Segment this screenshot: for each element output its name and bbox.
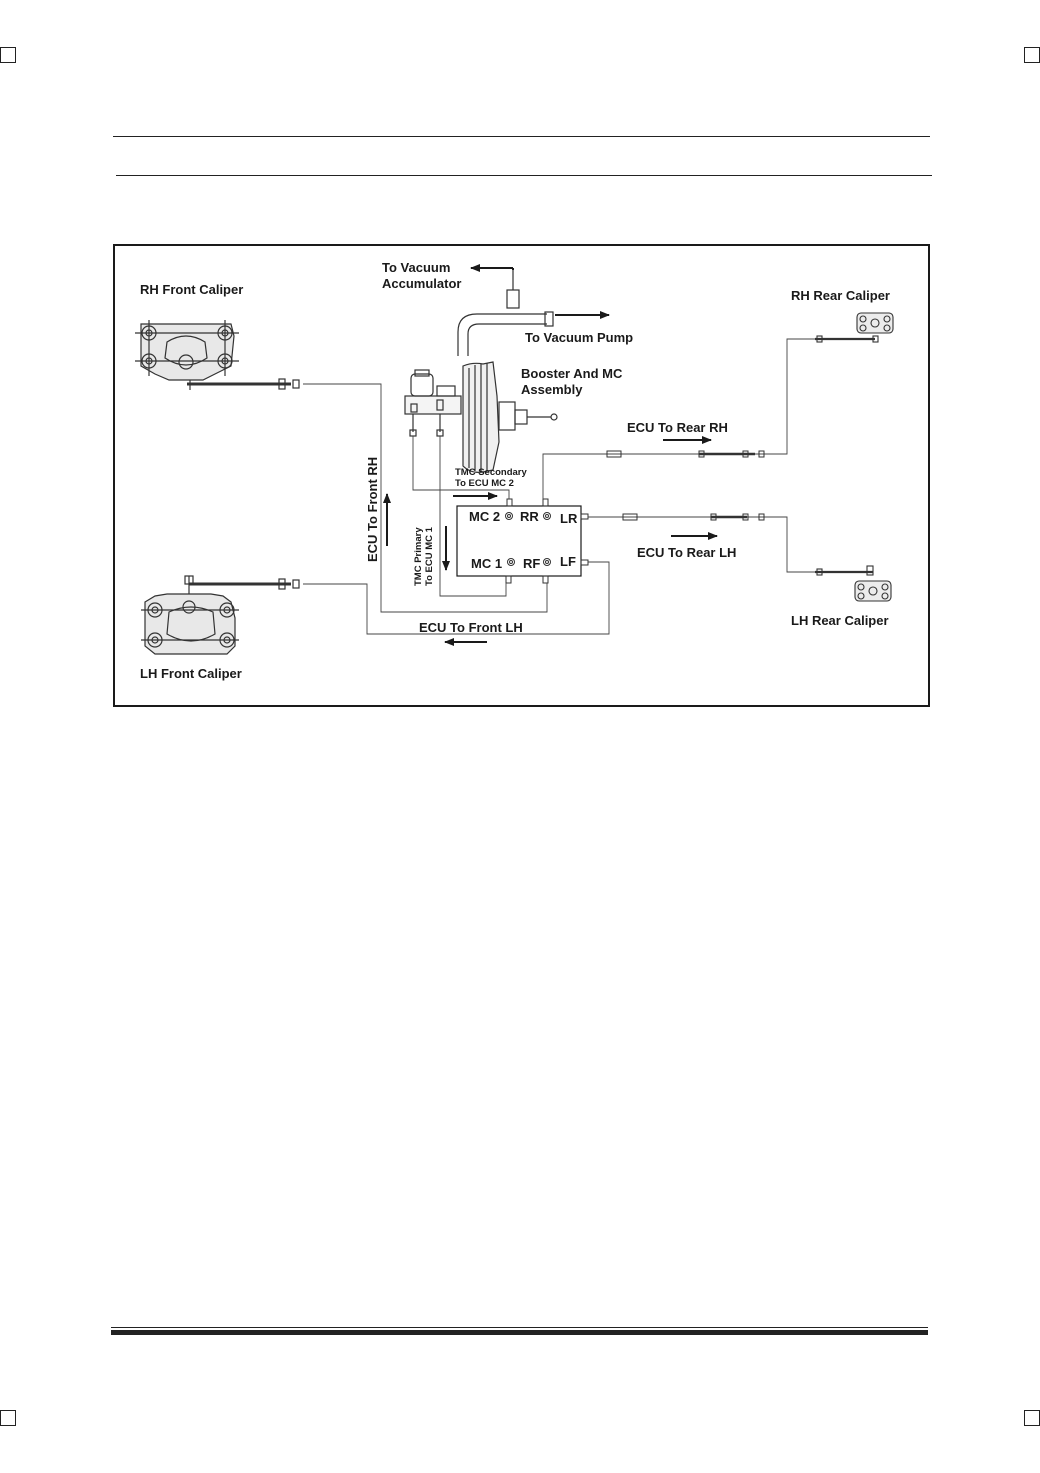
ecu-port-mc2-label: MC 2 bbox=[469, 509, 500, 524]
rh-front-caliper-label: RH Front Caliper bbox=[140, 282, 243, 297]
to-vacuum-pump-label: To Vacuum Pump bbox=[525, 330, 633, 345]
ecu-port-mc1-label: MC 1 bbox=[471, 556, 502, 571]
crop-mark-top-right bbox=[1024, 47, 1040, 63]
header-rule-bottom bbox=[116, 175, 932, 176]
flow-arrows bbox=[383, 264, 718, 646]
tmc-secondary-label-line1: TMC Secondary bbox=[455, 467, 528, 478]
to-vacuum-accumulator-label-line1: To Vacuum bbox=[382, 260, 450, 275]
booster-and-mc-assembly-icon bbox=[404, 361, 558, 473]
booster-label-line2: Assembly bbox=[521, 382, 583, 397]
rh-front-caliper-icon bbox=[135, 320, 300, 390]
rh-rear-caliper-icon bbox=[815, 312, 894, 343]
ecu-port-lr-label: LR bbox=[560, 511, 578, 526]
ecu-to-front-rh-label: ECU To Front RH bbox=[365, 457, 380, 562]
ecu-to-front-lh-label: ECU To Front LH bbox=[419, 620, 523, 635]
diagram-canvas: RH Front Caliper LH Front Caliper RH Rea… bbox=[135, 260, 894, 681]
brake-system-diagram: RH Front Caliper LH Front Caliper RH Rea… bbox=[113, 244, 930, 707]
tmc-secondary-label-line2: To ECU MC 2 bbox=[455, 478, 514, 489]
ecu-port-rr-label: RR bbox=[520, 509, 539, 524]
booster-label-line1: Booster And MC bbox=[521, 366, 623, 381]
tmc-primary-label-line1: TMC Primary bbox=[413, 527, 424, 586]
vacuum-hose-icon bbox=[457, 270, 554, 356]
hose-fittings bbox=[606, 450, 765, 521]
lh-front-caliper-icon bbox=[141, 575, 300, 655]
header-rule-top bbox=[113, 136, 930, 137]
ecu-port-lf-label: LF bbox=[560, 554, 576, 569]
footer-rule-thick bbox=[111, 1330, 928, 1335]
ecu-port-rf-label: RF bbox=[523, 556, 540, 571]
footer-rule-thin bbox=[111, 1327, 928, 1328]
brake-lines bbox=[303, 268, 815, 635]
rh-rear-caliper-label: RH Rear Caliper bbox=[791, 288, 890, 303]
tmc-primary-label-line2: To ECU MC 1 bbox=[424, 526, 435, 586]
ecu-to-rear-lh-label: ECU To Rear LH bbox=[637, 545, 736, 560]
ecu-block bbox=[456, 498, 589, 584]
lh-rear-caliper-label: LH Rear Caliper bbox=[791, 613, 889, 628]
to-vacuum-accumulator-label-line2: Accumulator bbox=[382, 276, 461, 291]
ecu-to-rear-rh-label: ECU To Rear RH bbox=[627, 420, 728, 435]
lh-rear-caliper-icon bbox=[815, 565, 892, 602]
crop-mark-bottom-left bbox=[0, 1410, 16, 1426]
crop-mark-top-left bbox=[0, 47, 16, 63]
lh-front-caliper-label: LH Front Caliper bbox=[140, 666, 242, 681]
crop-mark-bottom-right bbox=[1024, 1410, 1040, 1426]
